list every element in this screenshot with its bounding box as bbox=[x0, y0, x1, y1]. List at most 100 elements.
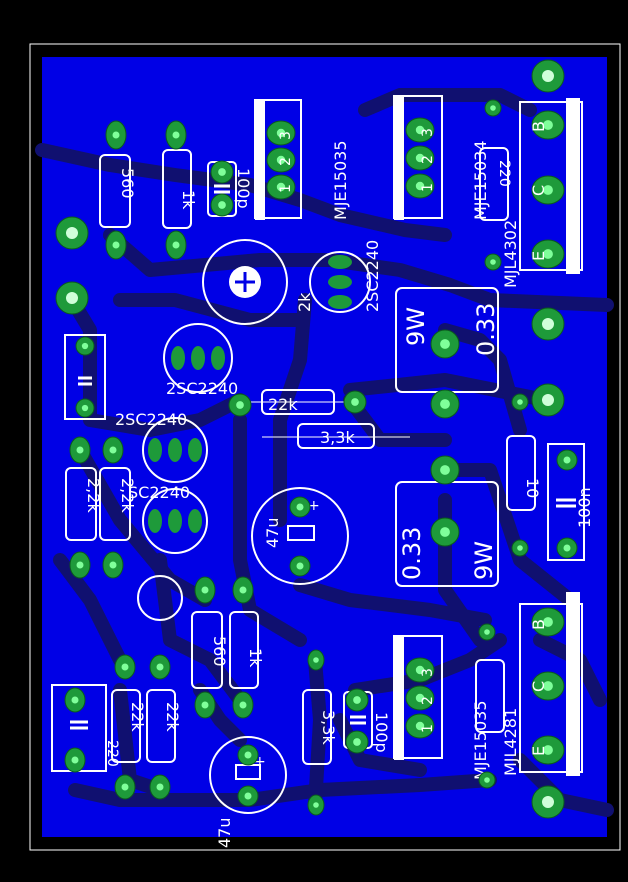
resistor-2-2k-b: 2,2k bbox=[99, 467, 137, 541]
pad-drill bbox=[415, 721, 425, 731]
pad-drill bbox=[440, 339, 450, 349]
trimmer-2k: 2k bbox=[202, 239, 314, 325]
pad-drill bbox=[71, 696, 79, 704]
pin-label: 1 bbox=[278, 184, 294, 193]
hole-drill bbox=[542, 70, 554, 82]
transistor-pad bbox=[328, 255, 352, 269]
hole-drill bbox=[542, 796, 554, 808]
resistor-2-2k-a-label: 2,2k bbox=[84, 478, 103, 513]
transistor-pad bbox=[191, 346, 205, 370]
pad-drill bbox=[156, 663, 164, 671]
pads bbox=[55, 59, 578, 819]
resistor-3-3k-mid-label: 3,3k bbox=[320, 428, 355, 447]
hole-drill bbox=[66, 227, 78, 239]
pad-drill bbox=[112, 131, 120, 139]
transistor-pad bbox=[188, 509, 202, 533]
pad-drill bbox=[201, 586, 209, 594]
resistor-3-3k-mid: 3,3k bbox=[262, 423, 410, 449]
pad-drill bbox=[76, 446, 84, 454]
transistor-mje15035-top: MJE15035 bbox=[254, 99, 350, 220]
capacitor-100p-top-label: 100p bbox=[234, 168, 253, 209]
pad-drill bbox=[517, 545, 523, 551]
pad-drill bbox=[172, 241, 180, 249]
pad-drill bbox=[490, 105, 496, 111]
pin-labels: 3 2 1 3 2 1 3 2 1 B C E B C E bbox=[278, 121, 548, 756]
capacitor-100n-label: 100n bbox=[575, 487, 594, 528]
resistor-3-3k-bot: 3,3k bbox=[302, 689, 338, 765]
resistor-22k-mid: 22k bbox=[238, 389, 360, 415]
pad-drill bbox=[276, 128, 286, 138]
transistor-2sc2240-b: 2SC2240 bbox=[163, 323, 238, 398]
transistor-pad bbox=[188, 438, 202, 462]
transistor-2sc2240-a: 2SC2240 bbox=[309, 240, 382, 313]
pin-label: 3 bbox=[420, 668, 436, 677]
pad-drill bbox=[351, 398, 359, 406]
transistor-mjl4281-label: MJL4281 bbox=[501, 708, 520, 776]
resistor-10: 10 bbox=[506, 435, 542, 511]
pin-label: C bbox=[529, 185, 548, 196]
elcap-47u-mid-label: 47u bbox=[263, 518, 282, 549]
pin-label: 2 bbox=[420, 696, 436, 705]
resistor-10-label: 10 bbox=[523, 478, 542, 498]
transistor-pad bbox=[171, 346, 185, 370]
pad-drill bbox=[484, 629, 490, 635]
transistor-2sc2240-c: 2SC2240 bbox=[115, 410, 208, 483]
pad-drill bbox=[484, 777, 490, 783]
resistor-560-bot: 560 bbox=[191, 611, 229, 689]
pad-drill bbox=[244, 751, 252, 759]
pin-label: 3 bbox=[420, 128, 436, 137]
svg-text:+: + bbox=[308, 498, 320, 514]
transistor-pad bbox=[211, 346, 225, 370]
transistor-mjl4281: MJL4281 bbox=[501, 592, 583, 776]
resistor-1k-bot: 1k bbox=[229, 611, 265, 689]
transistor-pad bbox=[148, 438, 162, 462]
transistor-mjl4302: MJL4302 bbox=[501, 98, 583, 288]
resistor-22k-bot1-label: 22k bbox=[128, 702, 147, 732]
pad-drill bbox=[81, 404, 89, 412]
resistor-560-bot-label: 560 bbox=[210, 636, 229, 667]
transistor-pad bbox=[168, 509, 182, 533]
pin-label: 1 bbox=[420, 724, 436, 733]
pad-drill bbox=[415, 181, 425, 191]
pin-label: B bbox=[529, 121, 548, 132]
pin-label: B bbox=[529, 619, 548, 630]
pad-drill bbox=[353, 696, 361, 704]
board-outline bbox=[29, 43, 621, 851]
pin-label: 3 bbox=[278, 131, 294, 140]
resistor-2-2k-b-label: 2,2k bbox=[118, 478, 137, 513]
capacitor-100p-bottom-label: 100p bbox=[372, 712, 391, 753]
resistor-1k-bot-label: 1k bbox=[246, 648, 265, 668]
pin-label: 2 bbox=[278, 157, 294, 166]
pad-drill bbox=[276, 182, 286, 192]
transistor-mje15035-bottom-label: MJE15035 bbox=[471, 700, 490, 780]
transistor-mje15034: MJE15034 bbox=[393, 95, 490, 220]
power-resistor-bottom: 0.33 9W bbox=[395, 481, 499, 587]
transistor-2sc2240-a-label: 2SC2240 bbox=[363, 240, 382, 312]
pad-drill bbox=[71, 756, 79, 764]
pad-drill bbox=[109, 561, 117, 569]
power-resistor-top-value: 0.33 bbox=[472, 303, 500, 356]
elcap-47u-mid: + 47u bbox=[251, 487, 349, 585]
pad-drill bbox=[490, 259, 496, 265]
resistor-3-3k-bot-label: 3,3k bbox=[319, 710, 338, 745]
pad-drill bbox=[543, 120, 553, 130]
resistor-220-bottom-right bbox=[475, 659, 505, 733]
pad-drill bbox=[313, 802, 319, 808]
pad-drill bbox=[543, 681, 553, 691]
transistor-2sc2240-c-label: 2SC2240 bbox=[115, 410, 187, 429]
resistor-1k-top: 1k bbox=[162, 149, 198, 229]
resistor-220-top: 220 bbox=[479, 147, 512, 221]
resistor-220-bot-label: 220 bbox=[104, 740, 120, 767]
transistor-pad bbox=[328, 275, 352, 289]
pad-drill bbox=[218, 168, 226, 176]
power-resistor-top-watt: 9W bbox=[402, 307, 430, 346]
resistor-2-2k-a: 2,2k bbox=[65, 467, 103, 541]
pad-drill bbox=[121, 663, 129, 671]
transistor-sc2240-d: SC2240 bbox=[128, 483, 208, 554]
pad-drill bbox=[563, 456, 571, 464]
pad-drill bbox=[517, 399, 523, 405]
transistor-pad bbox=[148, 509, 162, 533]
pad-drill bbox=[440, 527, 450, 537]
elcap-47u-bottom-label: 47u bbox=[215, 818, 234, 849]
